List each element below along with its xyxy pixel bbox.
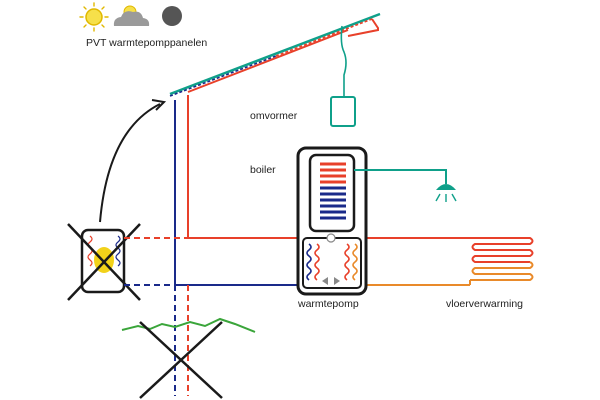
boiler-label: boiler xyxy=(250,164,276,176)
ground-line xyxy=(121,317,256,333)
replacement-arrow xyxy=(99,99,167,223)
inverter-label: omvormer xyxy=(250,110,298,122)
inverter-box xyxy=(330,25,356,127)
floor-heating-coil xyxy=(469,237,534,285)
boiler-cabinet xyxy=(296,146,368,296)
partly-cloudy-icon xyxy=(113,5,150,26)
pvt-panel xyxy=(169,12,381,97)
crossed-out-ground-loop xyxy=(139,321,223,399)
removed-pipes xyxy=(124,237,189,396)
pipework xyxy=(174,18,470,286)
panels-label: PVT warmtepomppanelen xyxy=(86,37,207,49)
sun-icon xyxy=(79,2,109,32)
heat-pump-label: warmtepomp xyxy=(297,298,359,310)
floor-heating-label: vloerverwarming xyxy=(446,298,523,310)
moon-icon xyxy=(162,6,182,26)
crossed-out-air-unit xyxy=(67,223,141,301)
shower-icon xyxy=(354,169,457,202)
